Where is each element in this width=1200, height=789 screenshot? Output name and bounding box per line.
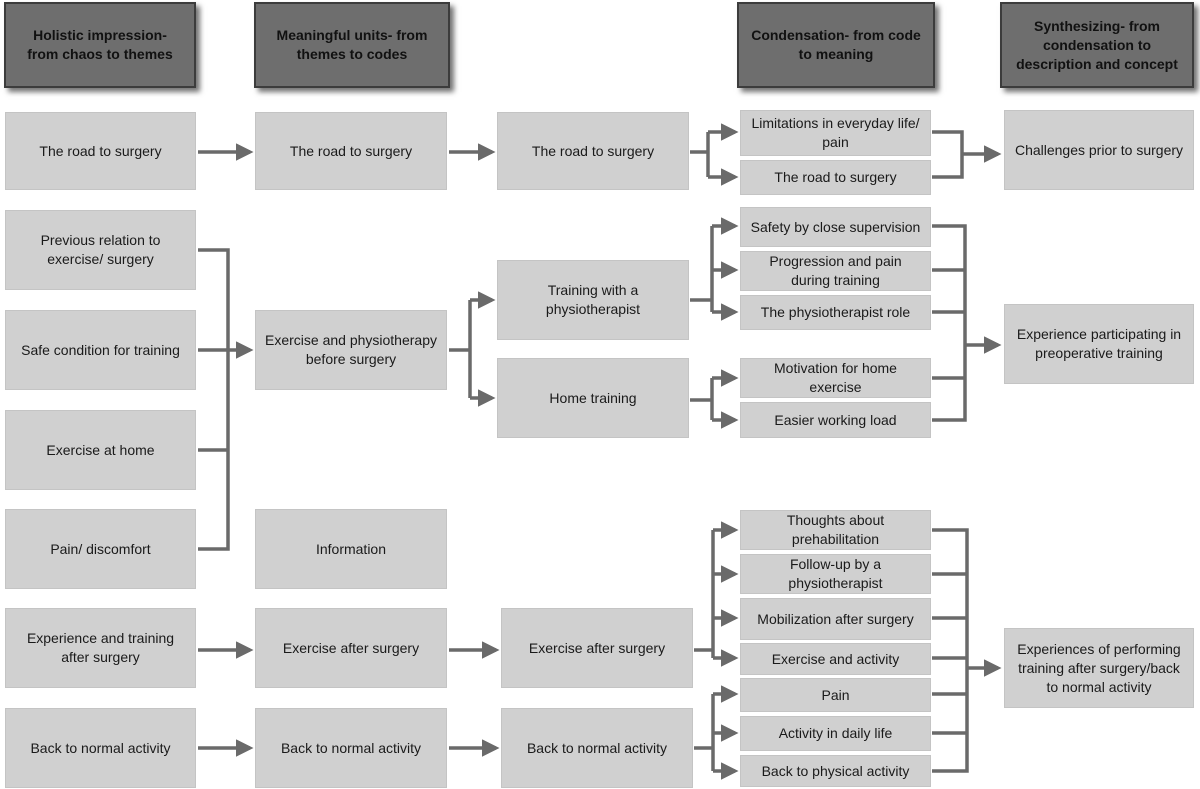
theme-back-to-normal: Back to normal activity [5,708,196,788]
meaning-motivation-home-exercise: Motivation for home exercise [740,358,931,398]
meaning-progression-and-pain: Progression and pain during training [740,251,931,291]
merge-preop-bracket [932,224,967,422]
theme-safe-condition: Safe condition for training [5,310,196,390]
meaning-exercise-and-activity: Exercise and activity [740,643,931,675]
header-condensation: Condensation- from code to meaning [737,2,935,88]
unit-back-to-normal: Back to normal activity [255,708,447,788]
meaning-easier-working-load: Easier working load [740,402,931,438]
theme-road-to-surgery: The road to surgery [5,112,196,190]
meaning-physiotherapist-role: The physiotherapist role [740,295,931,330]
code-training-with-physiotherapist: Training with a physiotherapist [497,260,689,340]
theme-pain-discomfort: Pain/ discomfort [5,509,196,589]
code-home-training: Home training [497,358,689,438]
unit-exercise-after-surgery: Exercise after surgery [255,608,447,688]
concept-challenges-prior: Challenges prior to surgery [1004,110,1194,190]
merge-road-bracket [932,130,964,179]
theme-exercise-at-home: Exercise at home [5,410,196,490]
meaning-back-to-physical-activity: Back to physical activity [740,755,931,787]
meaning-safety-close-supervision: Safety by close supervision [740,207,931,247]
concept-training-after-surgery: Experiences of performing training after… [1004,628,1194,708]
code-back-to-normal: Back to normal activity [501,708,693,788]
code-exercise-after-surgery: Exercise after surgery [501,608,693,688]
unit-information: Information [255,509,447,589]
theme-experience-after-surgery: Experience and training after surgery [5,608,196,688]
code-road-to-surgery: The road to surgery [497,112,689,190]
unit-road-to-surgery: The road to surgery [255,112,447,190]
merge-postop-bracket [932,528,969,773]
merge-themes-bracket [198,248,230,551]
meaning-road-to-surgery: The road to surgery [740,160,931,195]
header-synthesizing: Synthesizing- from condensation to descr… [1000,2,1194,88]
meaning-thoughts-prehabilitation: Thoughts about prehabilitation [740,510,931,550]
meaning-follow-up-physiotherapist: Follow-up by a physiotherapist [740,554,931,594]
unit-exercise-physiotherapy: Exercise and physiotherapy before surger… [255,310,447,390]
meaning-pain: Pain [740,678,931,712]
header-holistic-impression: Holistic impression- from chaos to theme… [4,2,196,88]
meaning-activity-daily-life: Activity in daily life [740,716,931,751]
meaning-limitations-everyday-life: Limitations in everyday life/ pain [740,110,931,156]
concept-preoperative-training: Experience participating in preoperative… [1004,304,1194,384]
theme-previous-relation: Previous relation to exercise/ surgery [5,210,196,290]
header-meaningful-units: Meaningful units- from themes to codes [254,2,450,88]
meaning-mobilization-after-surgery: Mobilization after surgery [740,598,931,640]
